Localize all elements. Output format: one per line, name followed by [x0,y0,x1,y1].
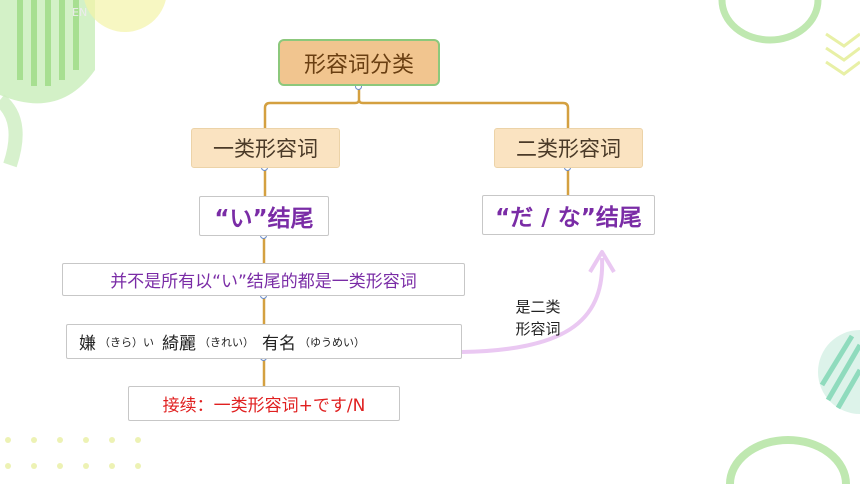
example-1-reading: （きら）い [99,335,154,349]
example-3-word: 有名 [262,334,296,354]
connection-rule-node[interactable]: 接续：一类形容词+です/N [128,386,400,421]
category-2-label: 二类形容词 [516,137,621,161]
ending-node-2[interactable]: “だ / な”结尾 [482,195,655,235]
connector-root-cat2 [357,99,570,128]
root-label: 形容词分类 [303,52,414,78]
examples-node[interactable]: 嫌 （きら）い 綺麗 （きれい） 有名 （ゆうめい） [66,324,462,359]
example-1-word: 嫌 [79,334,96,354]
dot-grid [5,437,141,469]
root-node[interactable]: 形容词分类 [278,39,440,86]
category-node-1[interactable]: 一类形容词 [191,128,340,168]
top-yellow-circle [84,0,166,32]
connection-rule-label: 接续：一类形容词+です/N [162,396,366,416]
top-right-arc [718,0,822,44]
note-node[interactable]: 并不是所有以“い”结尾的都是一类形容词 [62,263,465,296]
watermark-text: EN [72,6,88,19]
note-label: 并不是所有以“い”结尾的都是一类形容词 [110,272,417,292]
arrow-label-line-1: 是二类 [515,298,561,316]
arrow-label-line-2: 形容词 [515,320,561,338]
ending-1-label: “い”结尾 [214,206,314,232]
arrow-head [588,250,616,274]
bottom-right-arc [726,436,850,484]
ending-node-1[interactable]: “い”结尾 [199,196,329,236]
connector-root-cat1 [263,86,361,128]
chevron-deco [825,32,860,76]
curved-arrow [461,257,605,354]
category-node-2[interactable]: 二类形容词 [494,128,643,168]
example-3-reading: （ゆうめい） [299,335,365,349]
category-1-label: 一类形容词 [213,137,318,161]
example-2-reading: （きれい） [199,335,254,349]
top-left-deco [0,0,95,168]
arrow-label: 是二类 形容词 [503,296,573,340]
right-teal-deco [818,330,860,414]
example-2-word: 綺麗 [162,334,196,354]
ending-2-label: “だ / な”结尾 [495,205,642,231]
